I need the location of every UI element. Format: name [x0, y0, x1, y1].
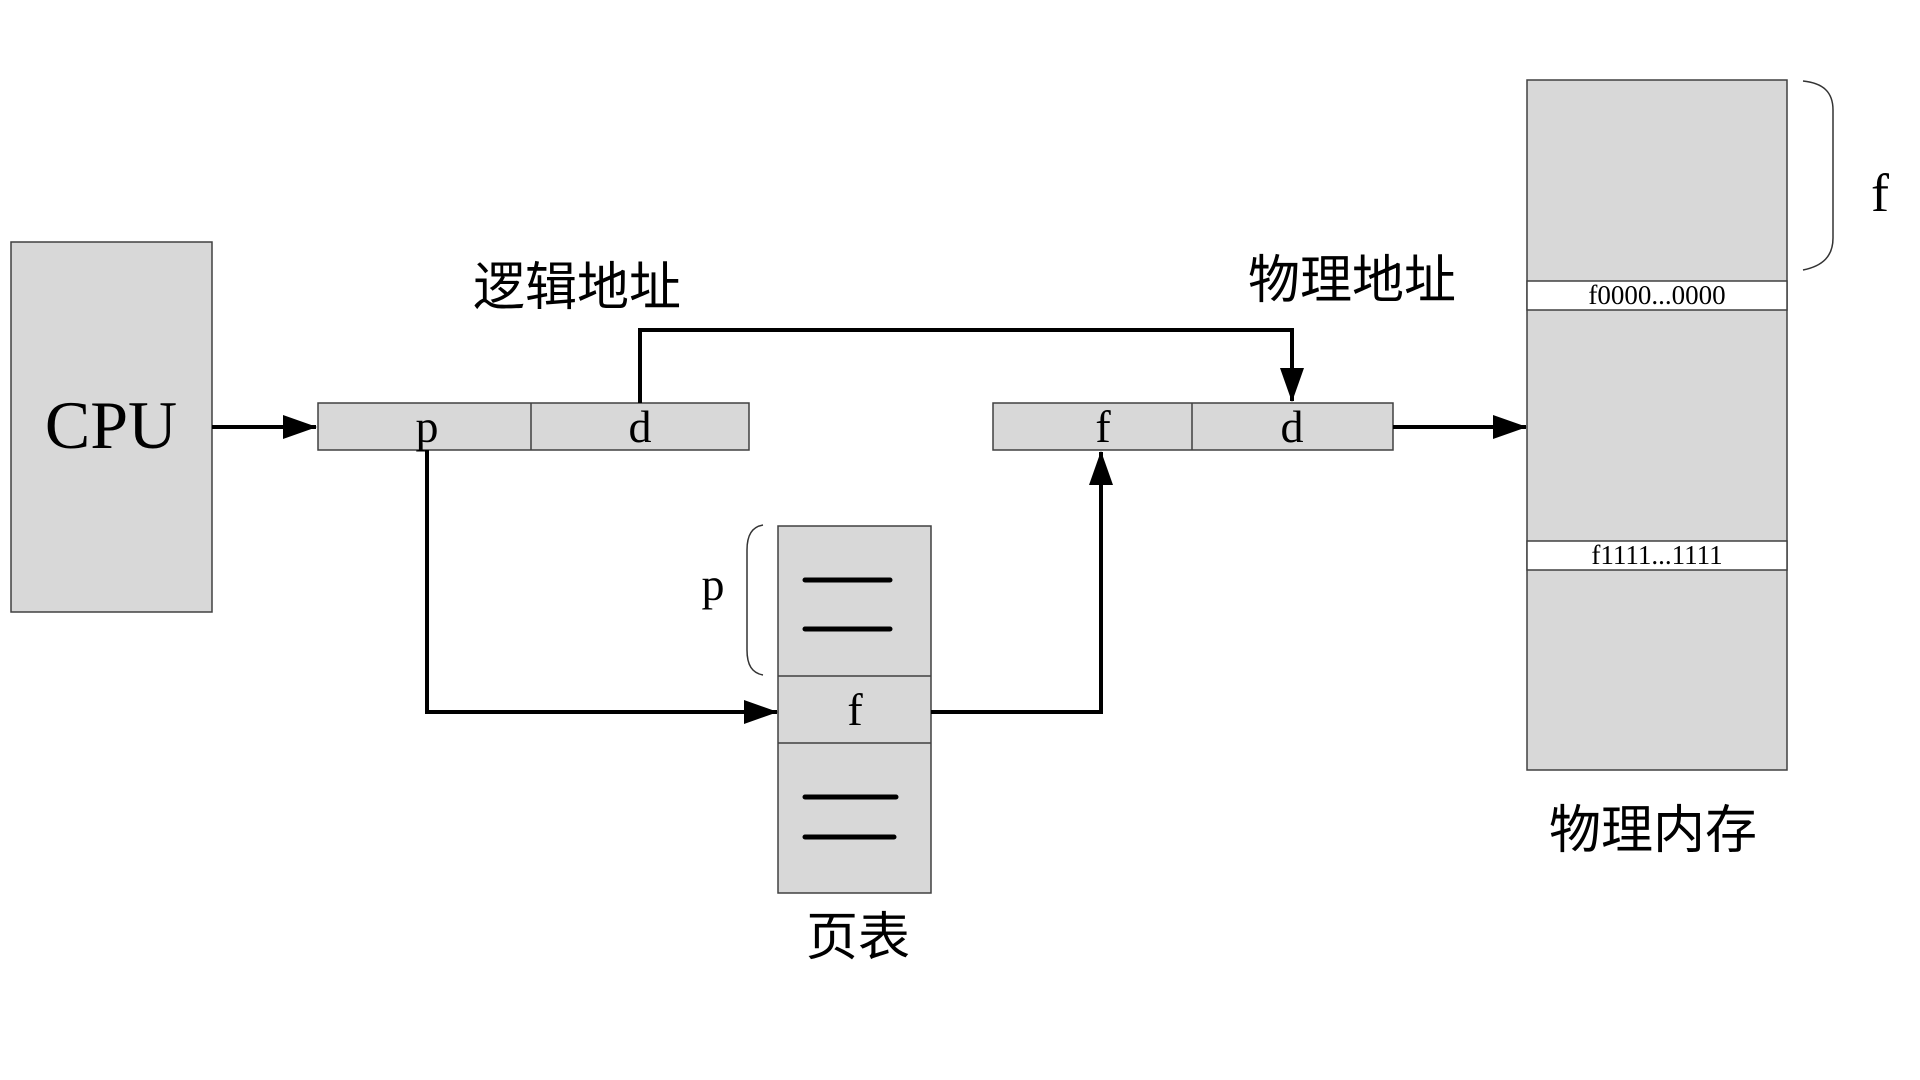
physical-memory-box	[1526, 79, 1788, 771]
page-table: f p 页表	[702, 524, 932, 968]
physical-field-f: f	[1095, 401, 1111, 452]
physical-address-label: 物理地址	[1248, 251, 1456, 311]
frame-to-physical-wire	[931, 451, 1113, 714]
physical-field-d: d	[1281, 401, 1304, 452]
logical-address-label: 逻辑地址	[473, 258, 681, 318]
page-table-brace	[746, 524, 764, 676]
physical-memory: f0000...0000 f1111...1111 f 物理内存	[1526, 79, 1889, 861]
physical-memory-label: 物理内存	[1549, 801, 1757, 861]
logical-address-box	[317, 402, 750, 451]
page-table-entry-f: f	[847, 684, 863, 735]
physical-address: 物理地址 f d	[992, 251, 1456, 452]
page-table-box	[777, 525, 932, 894]
frame-end-band	[1526, 540, 1788, 571]
page-table-label: 页表	[806, 908, 910, 968]
logical-field-p: p	[416, 401, 439, 452]
physical-address-box	[992, 402, 1394, 451]
frame-end-address: f1111...1111	[1591, 540, 1722, 570]
cpu-box	[10, 241, 213, 613]
cpu-block: CPU	[10, 241, 213, 613]
offset-d-wire	[638, 328, 1304, 403]
frame-start-address: f0000...0000	[1588, 280, 1725, 310]
cpu-label: CPU	[45, 387, 177, 463]
memory-brace-f: f	[1871, 163, 1889, 223]
memory-brace	[1802, 80, 1834, 271]
frame-start-band	[1526, 280, 1788, 311]
page-number-to-table-wire	[425, 450, 778, 724]
logical-field-d: d	[629, 401, 652, 452]
logical-address: 逻辑地址 p d	[317, 258, 750, 452]
page-table-brace-p: p	[702, 559, 725, 610]
